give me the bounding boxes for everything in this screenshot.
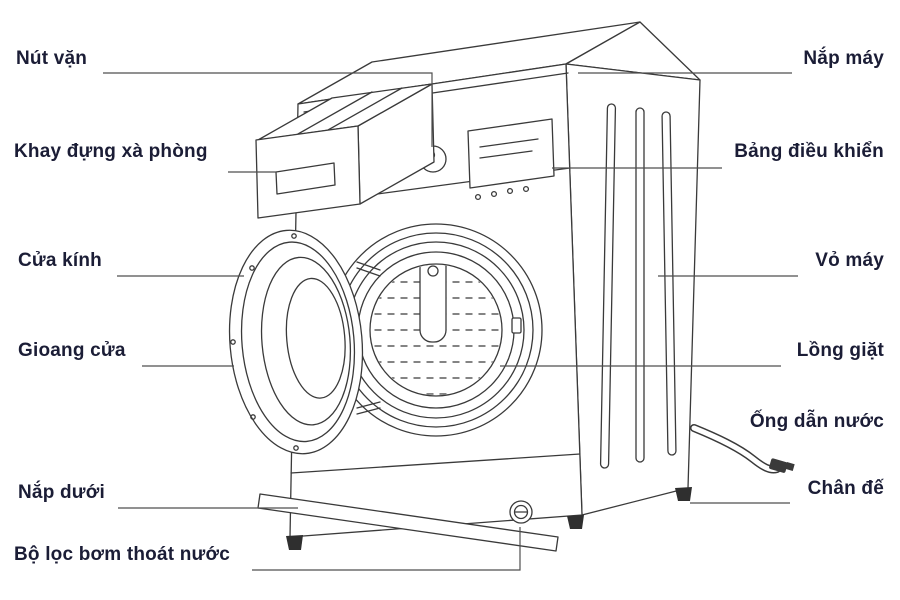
drum xyxy=(329,223,543,437)
label-cua-kinh: Cửa kính xyxy=(18,250,102,271)
kick-panel-seam xyxy=(290,453,581,474)
door xyxy=(228,229,381,455)
drain-hose xyxy=(690,424,795,474)
leader-nut-van xyxy=(103,72,433,147)
label-khay-dung-xa-phong: Khay đựng xà phòng xyxy=(14,141,208,162)
label-vo-may: Vỏ máy xyxy=(815,250,884,271)
label-bo-loc-bom-thoat-nuoc: Bộ lọc bơm thoát nước xyxy=(14,544,230,565)
label-bang-dieu-khien: Bảng điều khiển xyxy=(734,141,884,162)
feet xyxy=(286,487,692,550)
pump-filter xyxy=(509,500,533,524)
drum-paddle xyxy=(419,265,447,343)
leader-lines xyxy=(103,72,798,571)
label-nap-may: Nắp máy xyxy=(803,48,884,69)
label-long-giat: Lồng giặt xyxy=(796,340,884,361)
label-ong-dan-nuoc: Ống dẫn nước xyxy=(749,411,884,432)
detergent-drawer xyxy=(255,83,435,219)
label-nap-duoi: Nắp dưới xyxy=(18,482,105,503)
label-gioang-cua: Gioang cửa xyxy=(18,340,126,361)
door-latch xyxy=(511,317,522,334)
leader-bo-loc-bom-thoat-nuoc xyxy=(252,527,521,571)
label-chan-de: Chân đế xyxy=(807,478,884,499)
bottom-cover xyxy=(257,493,559,552)
label-nut-van: Nút vặn xyxy=(16,48,88,69)
